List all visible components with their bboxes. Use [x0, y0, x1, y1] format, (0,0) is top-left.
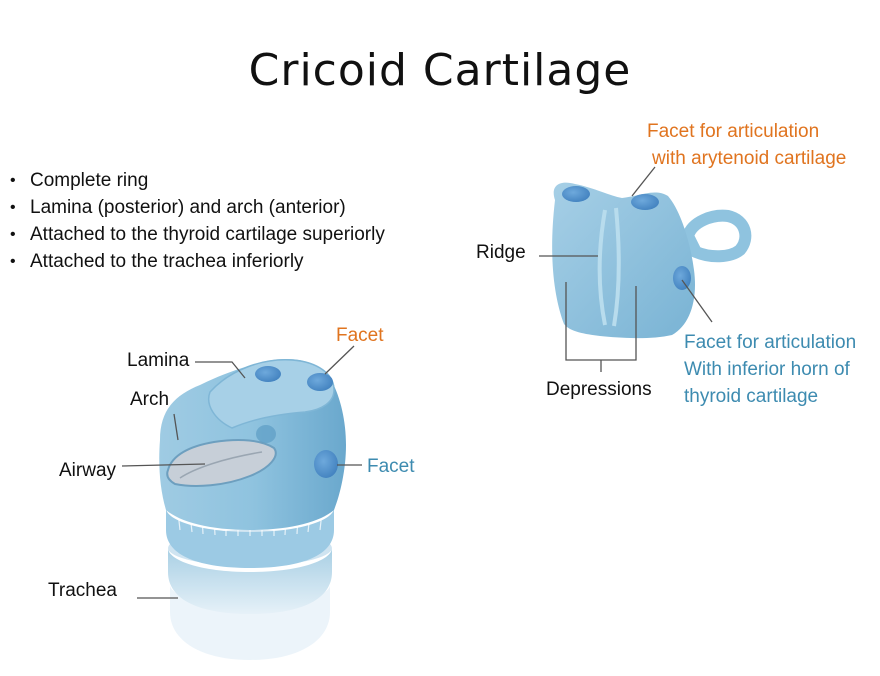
arytenoid-facet-left-a	[255, 366, 281, 382]
bullet-thyroid-attachment: Attached to the thyroid cartilage superi…	[10, 221, 385, 248]
label-thyroid-facet-line2: With inferior horn of	[684, 359, 850, 380]
arytenoid-facet-right-b	[631, 194, 659, 210]
label-lamina: Lamina	[127, 350, 190, 371]
label-arch: Arch	[130, 389, 170, 410]
label-thyroid-facet-line3: thyroid cartilage	[684, 386, 819, 407]
arch-ring-right	[681, 209, 752, 263]
label-arytenoid-facet-line2: with arytenoid cartilage	[652, 148, 847, 169]
label-ridge: Ridge	[476, 242, 526, 263]
bullet-trachea-attachment: Attached to the trachea inferiorly	[10, 248, 385, 275]
median-ridge	[597, 207, 621, 327]
bullet-list: Complete ring Lamina (posterior) and arc…	[10, 167, 385, 275]
right-cricoid-figure	[539, 166, 752, 372]
label-facet-side: Facet	[367, 456, 415, 477]
left-cricoid-figure	[121, 345, 362, 660]
label-thyroid-facet-line1: Facet for articulation	[684, 332, 857, 353]
left-leader-lines	[121, 345, 362, 599]
label-airway: Airway	[59, 460, 117, 481]
thyroid-facet-right	[673, 266, 691, 290]
label-facet-top: Facet	[336, 325, 384, 346]
airway-opening	[166, 439, 277, 487]
arytenoid-facet-right-a	[562, 186, 590, 202]
label-arytenoid-facet-line1: Facet for articulation	[647, 121, 820, 142]
right-leader-lines	[539, 166, 713, 372]
thyroid-facet-left	[314, 450, 338, 478]
trachea-rings	[166, 508, 334, 660]
slide-title: Cricoid Cartilage	[248, 45, 632, 97]
bullet-complete-ring: Complete ring	[10, 167, 385, 194]
bullet-lamina-arch: Lamina (posterior) and arch (anterior)	[10, 194, 385, 221]
inner-facet-shade	[256, 425, 276, 443]
cricoid-lamina-right	[552, 182, 696, 339]
label-depressions: Depressions	[546, 379, 652, 400]
arytenoid-facet-left-b	[307, 373, 333, 391]
label-trachea: Trachea	[48, 580, 117, 601]
